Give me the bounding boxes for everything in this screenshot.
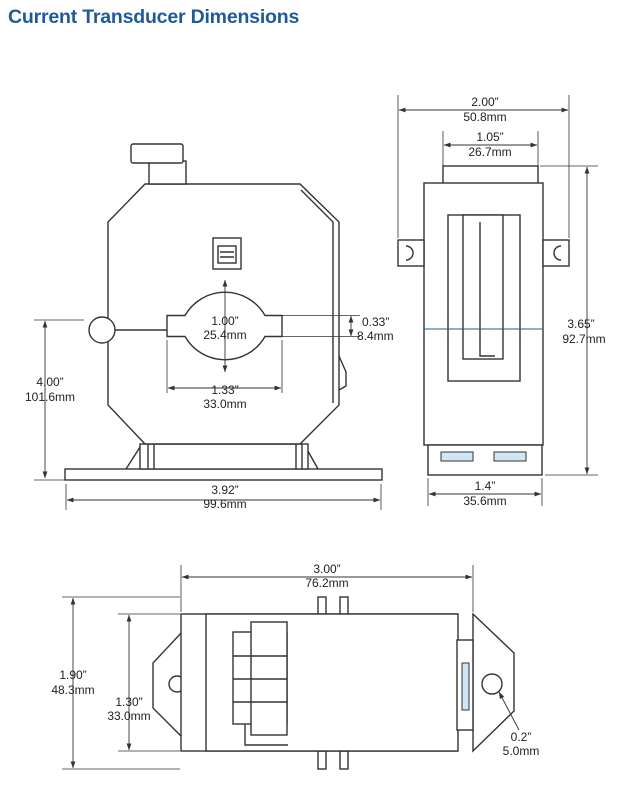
flange-width-mm: 48.3mm (51, 683, 94, 697)
front-terminal-inner (217, 245, 237, 264)
front-housing-bevel (300, 189, 334, 403)
slot-height-mm: 8.4mm (357, 329, 394, 343)
top-core-ribs (233, 655, 287, 703)
side-ear-right (542, 239, 570, 267)
side-core-inner (462, 214, 504, 360)
side-pin-right (493, 451, 527, 462)
flange-width-in: 1.90” (59, 668, 86, 682)
top-length-mm: 76.2mm (305, 576, 348, 590)
front-pedestal-edges (147, 444, 303, 469)
top-width-in: 1.05” (476, 130, 503, 144)
front-height-mm: 101.6mm (25, 390, 75, 404)
body-width-in: 1.30” (115, 695, 142, 709)
side-view: 2.00” 50.8mm 1.05” 26.7mm 3.65” 92.7mm 1… (397, 95, 606, 508)
front-height-in: 4.00” (36, 375, 63, 389)
front-view: 1.00” 25.4mm 0.33” 8.4mm 1.33” 33.0mm 4.… (25, 143, 394, 511)
front-knob-stem (148, 160, 187, 185)
front-terminal-lines (220, 251, 234, 258)
bottom-pin-2 (339, 750, 349, 770)
front-base-plate (64, 468, 383, 481)
body-width-mm: 33.0mm (107, 709, 150, 723)
hole-size-mm: 5.0mm (503, 744, 540, 758)
top-width-mm: 26.7mm (468, 145, 511, 159)
side-width-in: 2.00” (471, 95, 498, 109)
side-ear-slots (405, 245, 562, 261)
hole-diameter-in: 1.00” (211, 314, 238, 328)
top-hole-right (481, 673, 503, 695)
side-base-mm: 35.6mm (463, 494, 506, 508)
side-height-in: 3.65” (567, 317, 594, 331)
slot-width-mm: 33.0mm (203, 397, 246, 411)
top-pin-1 (317, 596, 327, 616)
top-endcap-pin (461, 662, 470, 711)
side-base-in: 1.4” (475, 479, 496, 493)
top-pin-2 (339, 596, 349, 616)
front-latch (338, 355, 347, 391)
front-knob-cap (130, 143, 184, 164)
dim-hole-leader (498, 691, 520, 731)
side-ear-left (397, 239, 425, 267)
hole-diameter-mm: 25.4mm (203, 328, 246, 342)
bottom-pin-1 (317, 750, 327, 770)
base-width-in: 3.92” (211, 483, 238, 497)
base-width-mm: 99.6mm (203, 497, 246, 511)
page-title: Current Transducer Dimensions (8, 6, 300, 28)
side-pin-left (440, 451, 474, 462)
top-core-lead (244, 724, 288, 746)
side-core-detail (479, 222, 495, 357)
side-top-cap (442, 165, 539, 185)
side-height-mm: 92.7mm (562, 332, 605, 346)
side-width-mm: 50.8mm (463, 110, 506, 124)
top-view: 3.00” 76.2mm 1.90” 48.3mm 1.30” 33.0mm 0… (51, 562, 540, 770)
slot-width-in: 1.33” (211, 383, 238, 397)
hole-size-in: 0.2” (511, 730, 532, 744)
slot-height-in: 0.33” (362, 315, 389, 329)
front-mount-ear (88, 316, 116, 344)
front-base-pedestal (139, 443, 309, 470)
top-length-in: 3.00” (313, 562, 340, 576)
